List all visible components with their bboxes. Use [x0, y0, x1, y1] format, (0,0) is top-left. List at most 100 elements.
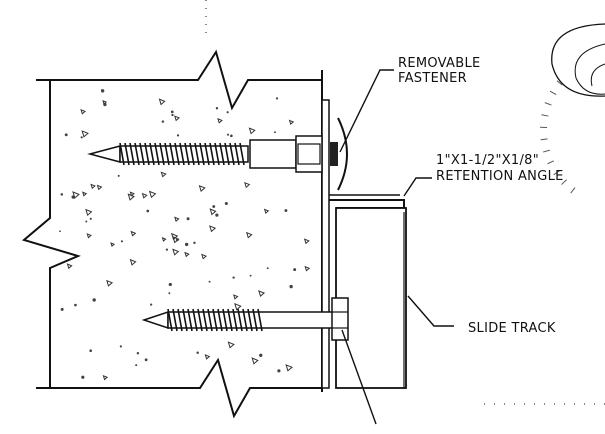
- aggregate-dot: [81, 375, 85, 379]
- aggregate-dot: [208, 280, 211, 283]
- dial-tick: [549, 90, 557, 96]
- aggregate-mark: [85, 208, 93, 216]
- thread-line: [202, 308, 208, 332]
- screw-threads: [167, 308, 263, 332]
- angle-label-line2: RETENTION ANGLE: [436, 169, 564, 184]
- aggregate-dot: [170, 110, 174, 114]
- aggregate-mark: [234, 302, 242, 311]
- aggregate-dot: [85, 220, 88, 223]
- aggregate-dot: [224, 201, 228, 206]
- aggregate-mark: [263, 208, 270, 215]
- fastener-dome: [337, 117, 348, 191]
- aggregate-dot: [64, 133, 68, 137]
- aggregate-dot: [165, 248, 169, 251]
- dial-tick: [541, 114, 549, 117]
- aggregate-dot: [89, 217, 92, 220]
- aggregate-mark: [248, 127, 256, 135]
- aggregate-dot: [230, 134, 233, 138]
- thread-line: [212, 308, 218, 332]
- aggregate-mark: [201, 253, 208, 260]
- aggregate-dot: [289, 284, 293, 289]
- aggregate-mark: [184, 251, 190, 258]
- aggregate-mark: [285, 364, 293, 372]
- aggregate-dot: [215, 213, 219, 217]
- thread-line: [139, 142, 145, 166]
- thread-line: [219, 142, 225, 166]
- aggregate-mark: [304, 265, 311, 272]
- thread-line: [184, 142, 190, 166]
- aggregate-mark: [172, 248, 180, 256]
- screw-threads: [119, 142, 245, 166]
- screw-tip: [141, 310, 169, 330]
- thread-line: [129, 142, 135, 166]
- leader-lines: [339, 69, 454, 425]
- thread-line: [234, 142, 240, 166]
- aggregate-dot: [80, 136, 83, 139]
- thread-line: [167, 308, 173, 332]
- thread-line: [222, 308, 228, 332]
- aggregate-dot: [119, 345, 122, 348]
- aggregate-dot: [150, 303, 153, 306]
- aggregate-mark: [251, 357, 259, 365]
- thread-line: [179, 142, 185, 166]
- aggregate-dot: [186, 217, 190, 221]
- aggregate-dot: [74, 303, 77, 307]
- aggregate-dot: [168, 292, 171, 295]
- aggregate-mark: [174, 216, 180, 222]
- thread-line: [197, 308, 203, 332]
- dial-ticks: [540, 80, 576, 194]
- aggregate-dot: [144, 358, 148, 362]
- thread-line: [169, 142, 175, 166]
- aggregate-dot: [277, 369, 281, 373]
- lower-lag-screw: [141, 297, 349, 341]
- aggregate-dot: [226, 111, 229, 114]
- aggregate-dot: [232, 276, 235, 279]
- aggregate-dot: [100, 89, 105, 93]
- aggregate-dot: [120, 240, 123, 243]
- aggregate-dot: [215, 107, 219, 110]
- aggregate-dot: [171, 113, 174, 117]
- screw-tip: [87, 145, 121, 163]
- fastener-label-line1: REMOVABLE: [398, 56, 481, 71]
- thread-line: [239, 142, 245, 166]
- aggregate-dot: [135, 364, 138, 367]
- thread-line: [237, 308, 243, 332]
- vertical-plate: [321, 99, 330, 389]
- aggregate-mark: [204, 354, 211, 360]
- screw-sleeve: [249, 139, 297, 169]
- fastener-head: [330, 142, 338, 166]
- concrete-wall: [21, 49, 323, 419]
- aggregate-dot: [146, 209, 150, 213]
- aggregate-mark: [209, 208, 217, 216]
- thread-line: [232, 308, 238, 332]
- aggregate-mark: [227, 341, 235, 349]
- thread-line: [214, 142, 220, 166]
- aggregate-mark: [245, 231, 253, 239]
- thread-line: [204, 142, 210, 166]
- aggregate-dot: [274, 131, 276, 134]
- aggregate-dot: [193, 241, 196, 245]
- aggregate-dot: [266, 267, 269, 270]
- thread-line: [182, 308, 188, 332]
- track-label: SLIDE TRACK: [468, 321, 556, 336]
- aggregate-mark: [288, 119, 295, 125]
- aggregate-mark: [110, 242, 116, 247]
- thread-line: [247, 308, 253, 332]
- aggregate-mark: [80, 108, 86, 115]
- thread-line: [252, 308, 258, 332]
- aggregate-dot: [175, 238, 179, 242]
- aggregate-dot: [89, 349, 92, 353]
- aggregate-mark: [102, 374, 109, 381]
- bolt-leader: [341, 329, 377, 425]
- aggregate-mark: [160, 171, 167, 178]
- aggregate-mark: [96, 184, 103, 191]
- aggregate-mark: [158, 98, 166, 106]
- aggregate-dot: [136, 352, 140, 355]
- aggregate-mark: [102, 99, 108, 105]
- wall-bottom-edge-break-line: [36, 357, 322, 419]
- thread-line: [144, 142, 150, 166]
- aggregate-mark: [209, 225, 217, 233]
- aggregate-mark: [233, 294, 239, 300]
- angle-label-line1: 1"X1-1/2"X1/8": [436, 153, 539, 168]
- aggregate-dot: [117, 174, 120, 177]
